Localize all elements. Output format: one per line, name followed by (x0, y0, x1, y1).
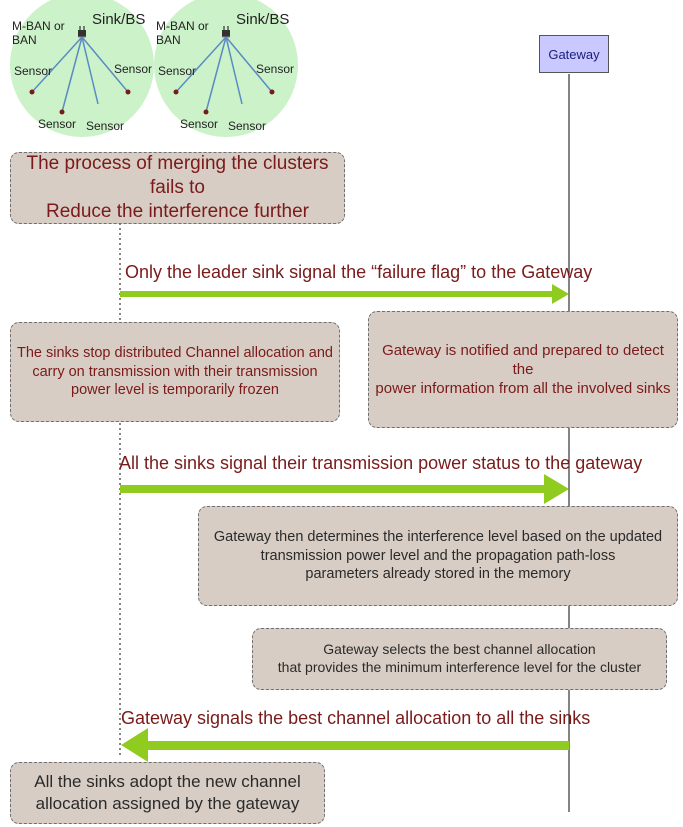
sensor-node (29, 89, 35, 95)
cluster-1-area (10, 0, 154, 137)
sensor-label: Sensor (158, 64, 196, 78)
sensor-node (173, 89, 179, 95)
gateway-determines-line: Gateway then determines the interference… (213, 529, 663, 546)
gateway-determines-line: transmission power level and the propaga… (260, 547, 616, 564)
gateway-node: Gateway (539, 35, 609, 73)
sensor-label: Sensor (114, 62, 152, 76)
gateway-selects-line: that provides the minimum interference l… (277, 659, 642, 675)
sinks-adopt-line: All the sinks adopt the new channel (34, 772, 301, 792)
sink-label: Sink/BS (236, 11, 289, 28)
best-channel-message: Gateway signals the best channel allocat… (121, 708, 591, 728)
failure-flag-arrow (120, 284, 569, 304)
power-status-arrow (120, 474, 569, 504)
sinks-stop-line: The sinks stop distributed Channel alloc… (17, 345, 333, 362)
sinks-stop-box: The sinks stop distributed Channel alloc… (10, 322, 340, 422)
failure-flag-message: Only the leader sink signal the “failure… (125, 262, 593, 282)
sensor-label: Sensor (228, 119, 266, 133)
sensor-label: Sensor (86, 119, 124, 133)
gateway-determines-line: parameters already stored in the memory (305, 566, 571, 583)
sensor-label: Sensor (256, 62, 294, 76)
ban-label: BAN (12, 33, 37, 47)
ban-label: M-BAN or (12, 19, 65, 33)
sensor-label: Sensor (14, 64, 52, 78)
sinks-stop-line: power level is temporarily frozen (71, 382, 279, 399)
gateway-notified-line: power information from all the involved … (375, 380, 671, 398)
ban-label: BAN (156, 33, 181, 47)
merge-fail-box: The process of merging the clusters fail… (10, 152, 345, 224)
sensor-node (269, 89, 275, 95)
sinks-adopt-box: All the sinks adopt the new channel allo… (10, 762, 325, 824)
power-status-message: All the sinks signal their transmission … (119, 453, 643, 473)
cluster-2-area (154, 0, 298, 137)
sink-label: Sink/BS (92, 11, 145, 28)
merge-fail-line: Reduce the interference further (46, 201, 309, 223)
gateway-notified-box: Gateway is notified and prepared to dete… (368, 311, 678, 428)
sinks-adopt-line: allocation assigned by the gateway (35, 794, 300, 813)
sensor-label: Sensor (38, 117, 76, 131)
sensor-node (125, 89, 131, 95)
sinks-stop-line: carry on transmission with their transmi… (32, 363, 318, 380)
merge-fail-line: The process of merging the clusters fail… (26, 152, 329, 198)
ban-label: M-BAN or (156, 19, 209, 33)
gateway-determines-box: Gateway then determines the interference… (198, 506, 678, 606)
cluster-1: M-BAN or BAN Sink/BS Sensor Sensor Senso… (10, 0, 154, 137)
sensor-node (203, 109, 209, 115)
sensor-label: Sensor (180, 117, 218, 131)
sensor-node (59, 109, 65, 115)
gateway-selects-box: Gateway selects the best channel allocat… (252, 628, 667, 690)
gateway-notified-line: Gateway is notified and prepared to dete… (382, 341, 664, 378)
gateway-selects-line: Gateway selects the best channel allocat… (323, 641, 596, 658)
cluster-2: M-BAN or BAN Sink/BS Sensor Sensor Senso… (154, 0, 298, 137)
best-channel-arrow (121, 728, 569, 762)
